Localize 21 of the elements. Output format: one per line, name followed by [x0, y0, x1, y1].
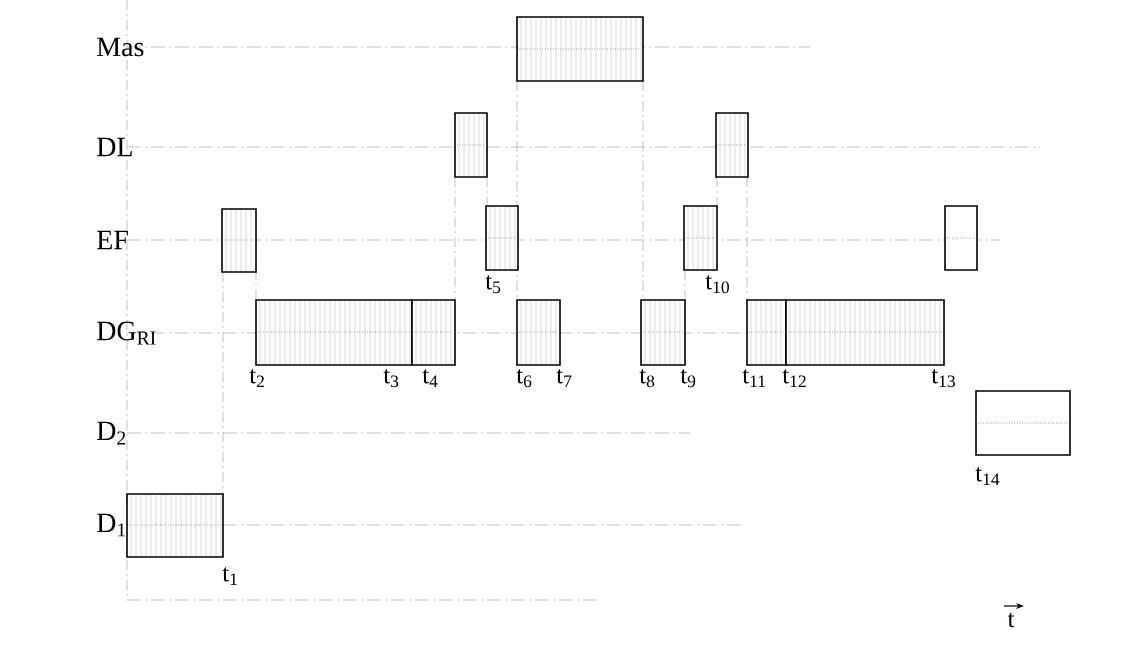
- row-label: D$_{2}$: [97, 421, 126, 445]
- time-label: t$_{3}$: [383, 369, 399, 388]
- time-label: t$_{13}$: [931, 369, 955, 388]
- time-label: t$_{7}$: [556, 369, 572, 387]
- row-label: D$_{1}$: [97, 513, 126, 537]
- row-label: DL: [97, 137, 132, 157]
- time-label: t$_{2}$: [249, 369, 264, 387]
- time-label: t$_{5}$: [485, 275, 501, 294]
- time-label: t$_{9}$: [680, 369, 696, 388]
- row-label: EF: [97, 230, 128, 250]
- row-label: DG$_{RI}$: [97, 321, 156, 345]
- time-label: t$_{12}$: [782, 369, 806, 387]
- time-label: t$_{6}$: [516, 369, 532, 388]
- time-label: t$_{1}$: [222, 567, 237, 585]
- time-label: t$_{10}$: [705, 275, 729, 294]
- row-label: Mas: [97, 37, 144, 57]
- time-label: t$_{8}$: [639, 369, 655, 388]
- time-label: t$_{4}$: [422, 369, 438, 387]
- time-label: t$_{14}$: [975, 467, 1000, 485]
- time-label: t$_{11}$: [742, 369, 765, 387]
- axis-label: t: [1007, 612, 1015, 628]
